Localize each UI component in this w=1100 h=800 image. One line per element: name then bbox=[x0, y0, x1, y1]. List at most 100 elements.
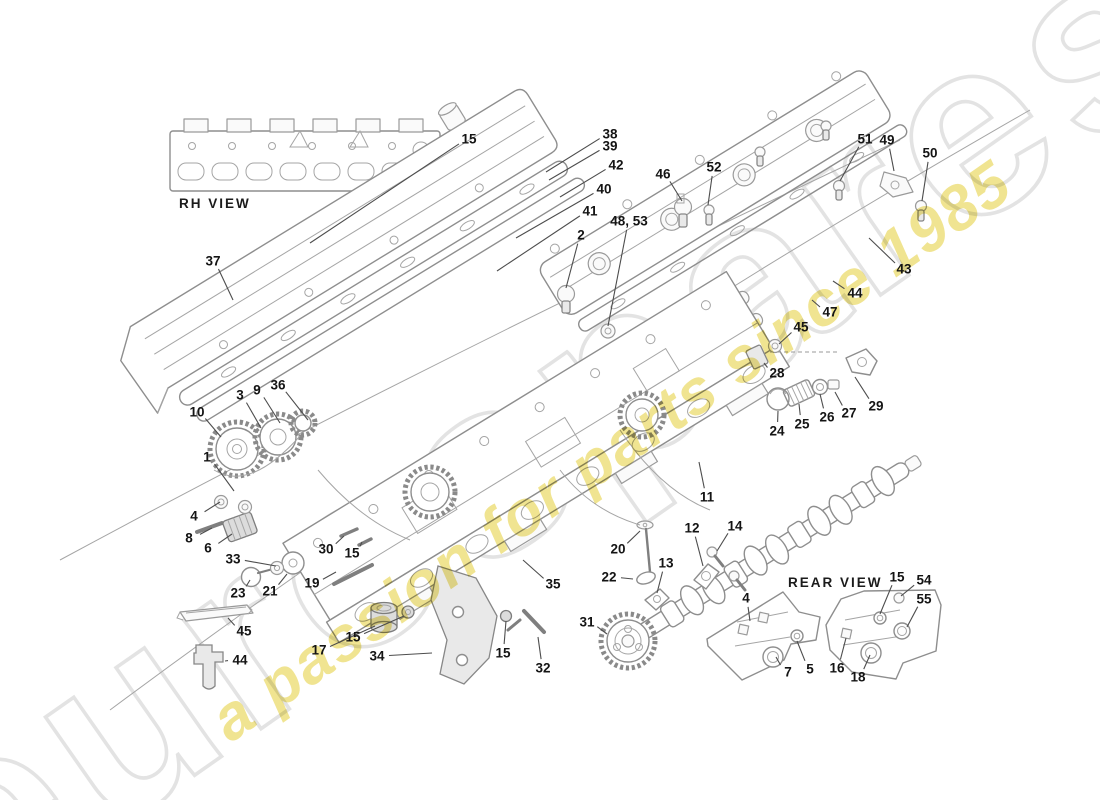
callout-4-30: 4 bbox=[190, 508, 198, 524]
leader-line-28-18 bbox=[763, 362, 768, 368]
rear-view-plates bbox=[706, 589, 942, 681]
leader-line-9-26 bbox=[263, 397, 281, 424]
callout-9-26: 9 bbox=[253, 382, 261, 398]
leader-line-1-29 bbox=[214, 463, 235, 492]
leader-line-31-50 bbox=[596, 626, 608, 635]
leader-line-4-30 bbox=[204, 501, 221, 513]
callout-18-60: 18 bbox=[850, 669, 866, 685]
leader-line-12-48 bbox=[694, 536, 704, 567]
callout-15-51: 15 bbox=[495, 645, 511, 661]
leader-line-17-41 bbox=[329, 625, 376, 647]
leader-line-49-12 bbox=[889, 148, 895, 172]
leader-line-48-53-7 bbox=[607, 229, 628, 327]
callout-19-38: 19 bbox=[304, 575, 320, 591]
left-small-parts bbox=[195, 494, 374, 588]
leader-line-22-46 bbox=[620, 577, 634, 580]
callout-15-54: 15 bbox=[889, 569, 905, 585]
leader-line-15-51 bbox=[503, 620, 507, 645]
callout-12-48: 12 bbox=[684, 520, 700, 536]
leader-line-15-42 bbox=[363, 615, 405, 635]
leader-line-39-3 bbox=[548, 149, 600, 181]
leader-line-3-27 bbox=[245, 402, 262, 429]
valve-group bbox=[636, 520, 656, 585]
callout-39-3: 39 bbox=[602, 138, 618, 154]
callout-32-52: 32 bbox=[535, 660, 551, 676]
callout-6-32: 6 bbox=[204, 540, 212, 556]
callout-37-1: 37 bbox=[205, 253, 221, 269]
leader-line-4-53 bbox=[747, 606, 751, 622]
callout-50-13: 50 bbox=[922, 145, 938, 161]
callout-15-35: 15 bbox=[344, 545, 360, 561]
callout-35-44: 35 bbox=[545, 576, 561, 592]
callout-45-39: 45 bbox=[236, 623, 252, 639]
tappet-bracket-group bbox=[370, 565, 546, 685]
callout-25-20: 25 bbox=[794, 416, 810, 432]
misc-lines bbox=[317, 429, 711, 541]
callout-31-50: 31 bbox=[579, 614, 595, 630]
leader-line-11-24 bbox=[698, 461, 705, 489]
callout-10-28: 10 bbox=[189, 404, 205, 420]
callout-54-55: 54 bbox=[916, 572, 932, 588]
callout-24-19: 24 bbox=[769, 423, 785, 439]
leader-line-15-54 bbox=[879, 584, 893, 615]
callout-7-57: 7 bbox=[784, 664, 792, 680]
leader-line-42-4 bbox=[559, 168, 606, 198]
leader-line-15-35 bbox=[359, 541, 363, 547]
cover-sensors bbox=[556, 120, 928, 339]
leader-line-14-49 bbox=[716, 533, 729, 552]
camshaft-gear bbox=[598, 611, 658, 671]
leader-line-18-60 bbox=[863, 654, 871, 670]
callout-38-2: 38 bbox=[602, 126, 618, 142]
callout-43-14: 43 bbox=[896, 261, 912, 277]
callout-45-17: 45 bbox=[793, 319, 809, 335]
leader-line-33-33 bbox=[244, 559, 277, 567]
callout-3-27: 3 bbox=[236, 387, 244, 403]
callout-49-12: 49 bbox=[879, 132, 895, 148]
leader-line-54-55 bbox=[900, 584, 915, 597]
leader-line-45-17 bbox=[778, 332, 792, 345]
rh-view-label: RH VIEW bbox=[179, 196, 251, 211]
leader-line-50-13 bbox=[921, 161, 929, 202]
callout-8-31: 8 bbox=[185, 530, 193, 546]
leader-line-38-2 bbox=[545, 138, 600, 173]
leader-line-15-0 bbox=[309, 143, 460, 244]
callout-44-40: 44 bbox=[232, 652, 248, 668]
leader-line-55-56 bbox=[906, 606, 919, 628]
leader-line-27-22 bbox=[834, 391, 843, 406]
callout-20-45: 20 bbox=[610, 541, 626, 557]
leader-line-30-34 bbox=[335, 535, 345, 545]
leader-line-6-32 bbox=[218, 533, 233, 544]
callout-15-42: 15 bbox=[345, 629, 361, 645]
callout-13-47: 13 bbox=[658, 555, 674, 571]
leader-line-47-16 bbox=[811, 299, 821, 308]
leader-line-10-28 bbox=[204, 418, 222, 438]
callout-27-22: 27 bbox=[841, 405, 857, 421]
callout-29-23: 29 bbox=[868, 398, 884, 414]
leader-line-35-44 bbox=[522, 559, 544, 579]
leader-line-43-14 bbox=[868, 237, 896, 264]
callout-33-33: 33 bbox=[225, 551, 241, 567]
callout-5-58: 5 bbox=[806, 661, 814, 677]
rear-view-label: REAR VIEW bbox=[788, 575, 883, 590]
leader-line-16-59 bbox=[839, 637, 847, 660]
leader-line-37-1 bbox=[217, 268, 234, 301]
callout-55-56: 55 bbox=[916, 591, 932, 607]
rocker-parts bbox=[644, 546, 747, 611]
leader-line-23-36 bbox=[245, 579, 251, 587]
callout-15-0: 15 bbox=[461, 131, 477, 147]
leader-line-45-39 bbox=[227, 617, 236, 626]
camshaft bbox=[598, 455, 922, 671]
callout-26-21: 26 bbox=[819, 409, 835, 425]
callout-28-18: 28 bbox=[769, 365, 785, 381]
leader-line-8-31 bbox=[199, 527, 213, 535]
callout-14-49: 14 bbox=[727, 518, 743, 534]
lower-left-brackets bbox=[176, 604, 254, 690]
leader-line-44-15 bbox=[832, 280, 845, 290]
leader-line-34-43 bbox=[388, 652, 433, 657]
watermark-swoosh-2 bbox=[59, 139, 901, 561]
callout-52-10: 52 bbox=[706, 159, 722, 175]
callout-34-43: 34 bbox=[369, 648, 385, 664]
leader-line-32-52 bbox=[537, 636, 542, 660]
callout-17-41: 17 bbox=[311, 642, 327, 658]
